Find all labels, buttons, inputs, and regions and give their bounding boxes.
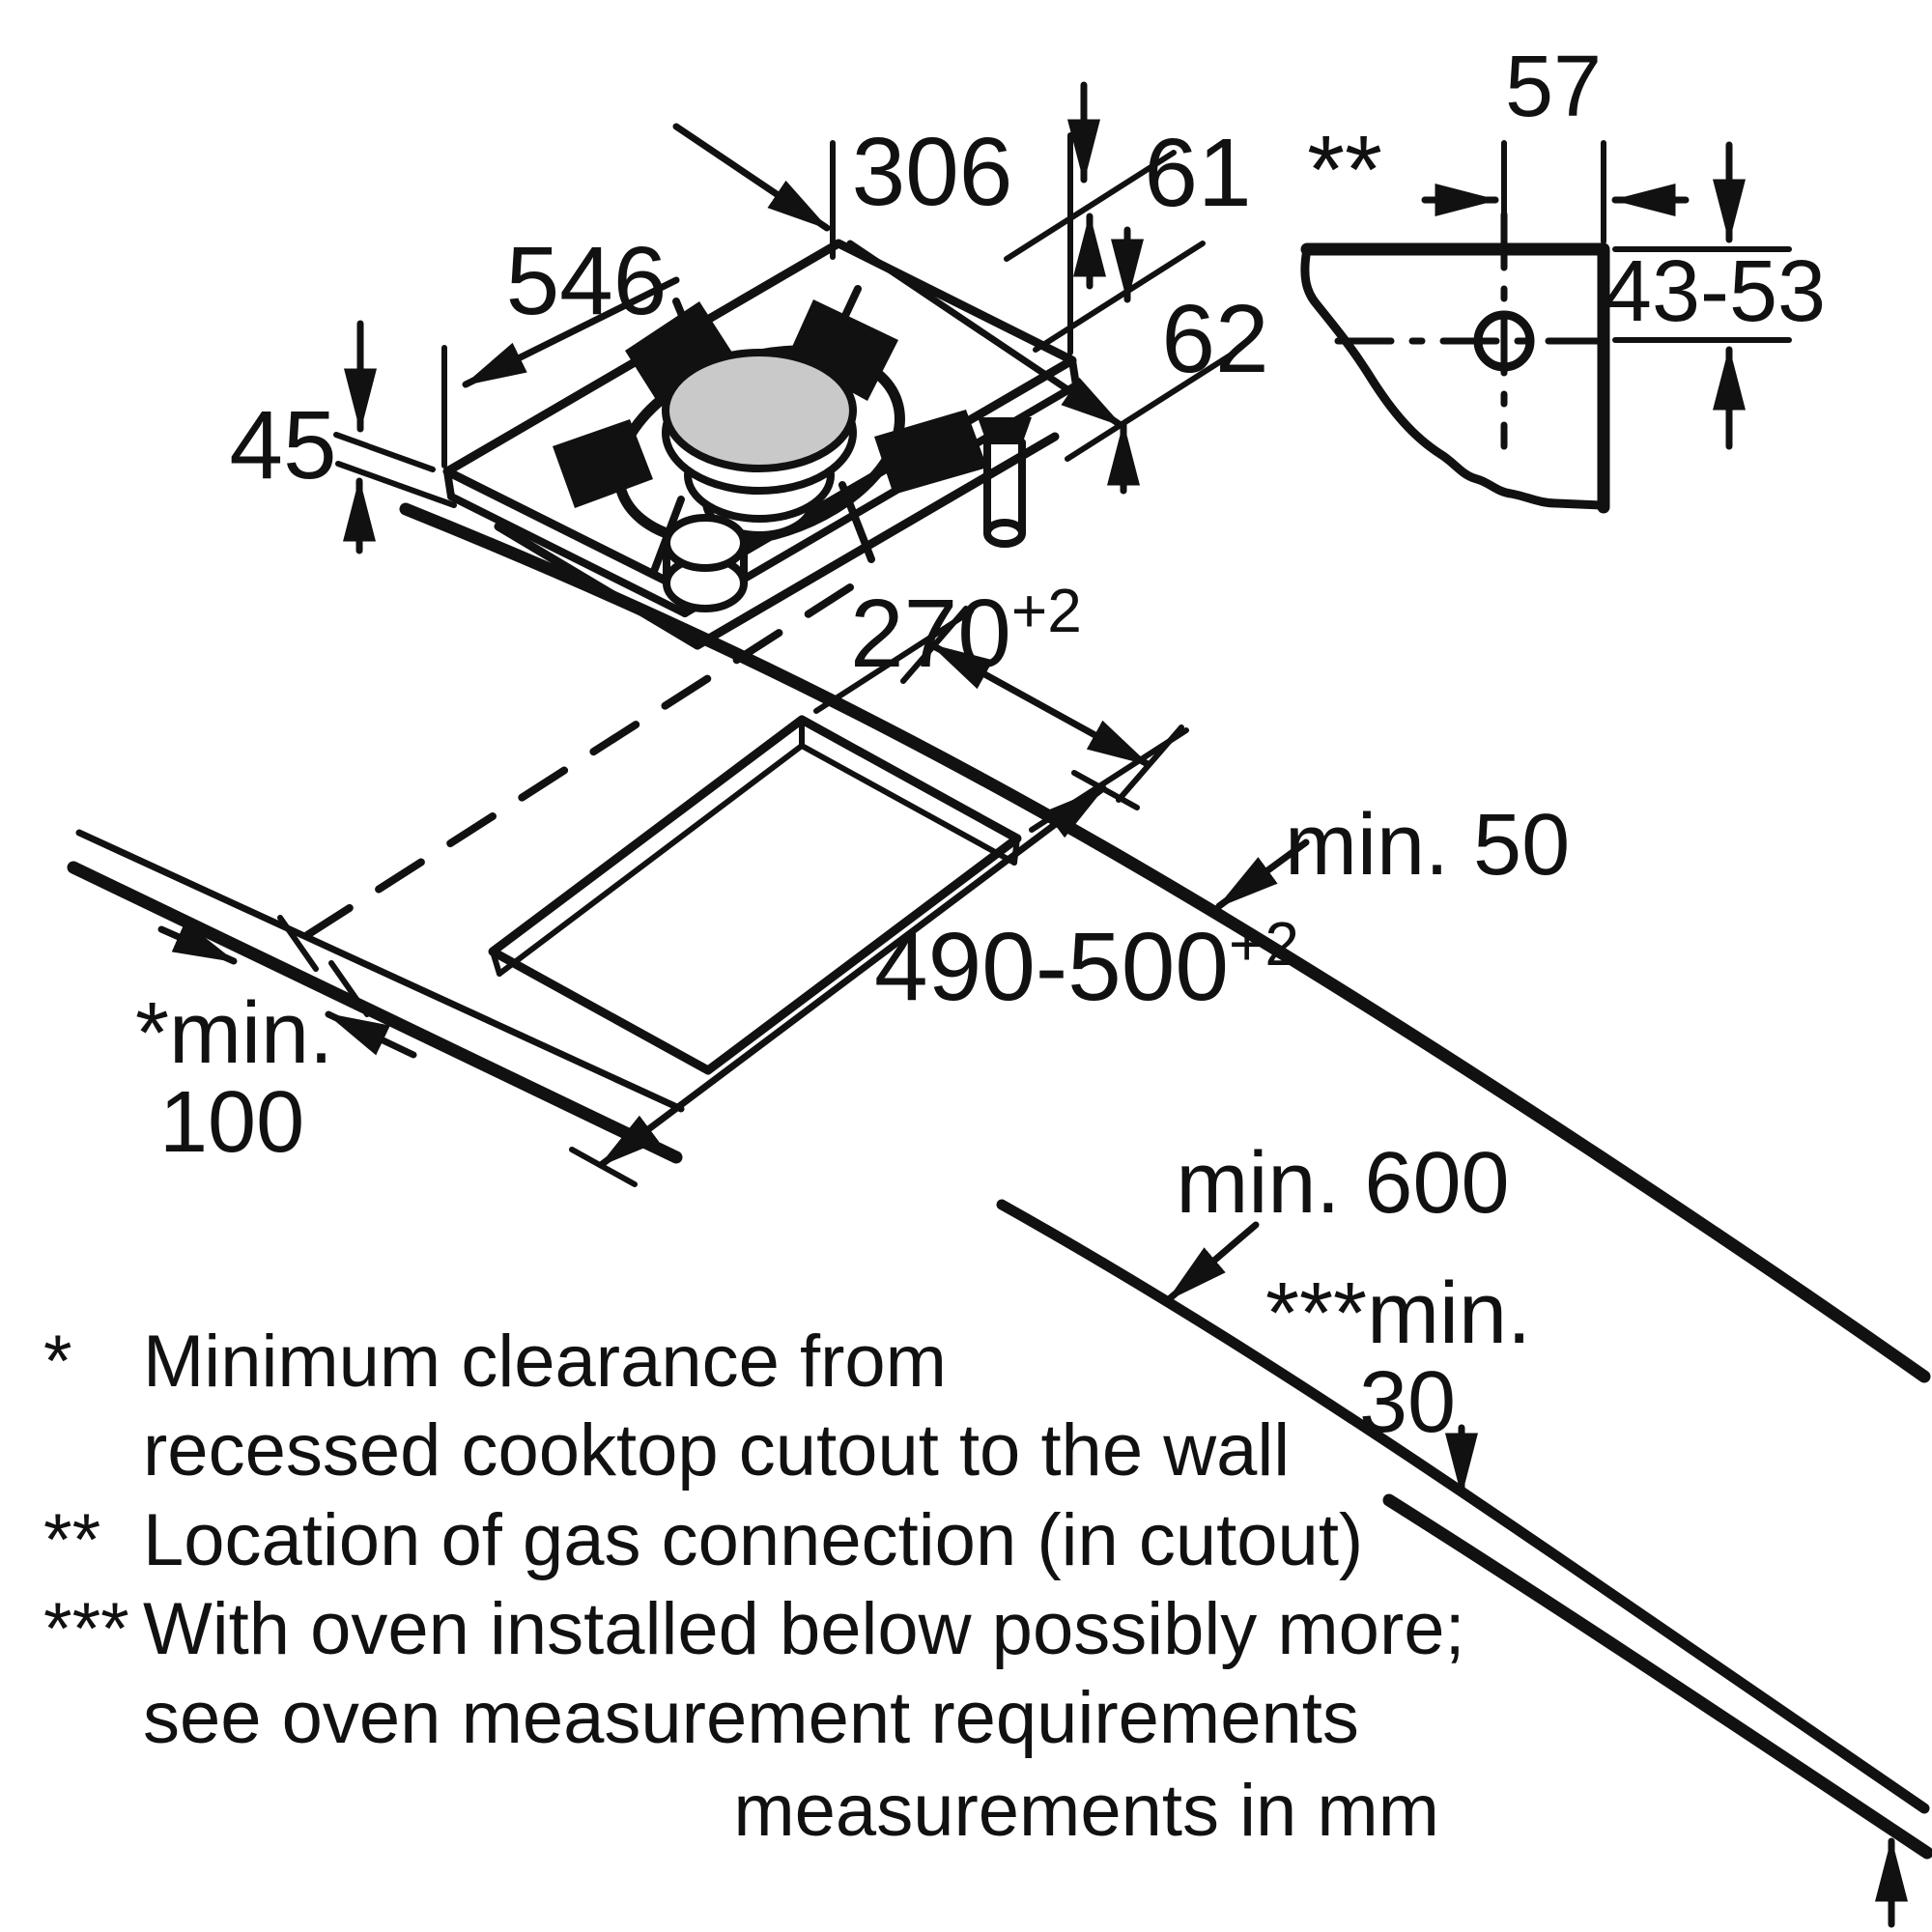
dim-rear-clearance-label: min. 50 <box>1285 797 1570 894</box>
dim-min100-arrow-2 <box>325 1010 417 1059</box>
dim-cutout-width-label: 270+2 <box>850 576 1082 688</box>
dim-thickness-label-1: ***min. <box>1265 1265 1531 1362</box>
dim-490-line <box>597 784 1107 1169</box>
wall-top-line <box>75 829 685 1113</box>
gas-pipe-end <box>983 519 1026 548</box>
dim-270-line <box>928 641 1151 768</box>
pan-support-wing-e <box>874 410 987 495</box>
glass-bottom-front-left <box>447 493 689 617</box>
footnote-1-line-2: recessed cooktop cutout to the wall <box>143 1409 1290 1492</box>
footnote-2-line-1: Location of gas connection (in cutout) <box>143 1499 1363 1581</box>
gas-pipe <box>978 417 1032 548</box>
footnote-3-marker: *** <box>43 1588 129 1670</box>
footnote-1-marker: * <box>43 1321 72 1403</box>
dim-cutout-length-label: 490-500+2 <box>874 909 1299 1021</box>
cooktop-dimensions: 546 306 61 62 45 <box>229 81 1269 554</box>
hidden-wall-dashed-line <box>303 583 854 939</box>
worktop-front-edge <box>996 1199 1930 1814</box>
burner <box>553 285 987 578</box>
dim-thickness-label-2: 30 <box>1359 1354 1456 1451</box>
plane-ext-top <box>1004 150 1177 262</box>
control-knob <box>663 514 748 612</box>
plane-ext-bottom <box>1065 350 1237 462</box>
dim-cooktop-depth-arrow-left <box>672 123 831 232</box>
dim-min100-arrow-1 <box>157 922 238 965</box>
detail-cutout-corner-edges <box>1300 242 1610 514</box>
dim-270-tick-2 <box>1116 724 1184 803</box>
dim-min600-arrow <box>1165 1221 1260 1303</box>
dim-min50-arrow <box>1215 838 1310 910</box>
dim-counter-depth-label: min. 600 <box>1176 1135 1509 1232</box>
footnote-3-line-1: With oven installed below possibly more; <box>143 1588 1465 1670</box>
dim-cutout-length-tol: +2 <box>1229 909 1299 979</box>
pan-support-wing-w <box>553 419 653 508</box>
pan-support-wing-nw <box>625 301 734 406</box>
footnote-3-line-2: see oven measurement requirements <box>143 1677 1359 1759</box>
gas-pipe-connector <box>978 417 1032 444</box>
dim-45-ref-top <box>333 432 436 472</box>
dim-490-tick-2 <box>1071 770 1140 810</box>
footnote-1-line-1: Minimum clearance from <box>143 1321 947 1403</box>
wall-face-line <box>67 861 683 1164</box>
cutout-lip-corner-b <box>490 949 502 977</box>
base-body-left-edge <box>494 522 702 650</box>
dim-min100-tick-2 <box>328 960 370 1017</box>
dim-270-ext-a <box>813 609 974 714</box>
knob-top <box>663 514 748 572</box>
dim-height-above-label: 61 <box>1144 119 1251 227</box>
dim-45-ref-bottom <box>335 461 457 508</box>
dim-gas-depth-label: 43-53 <box>1604 243 1826 340</box>
footnote-2-marker: ** <box>43 1499 100 1581</box>
dim-wall-clearance-label-2: 100 <box>159 1074 304 1171</box>
dim-cooktop-width-arrow <box>462 276 680 388</box>
dim-height-below-label: 62 <box>1161 285 1268 393</box>
pan-support-finger-2 <box>819 285 862 367</box>
dim-glass-thickness-label: 45 <box>229 391 336 499</box>
detail-torn-edge <box>1300 244 1605 510</box>
dim-cooktop-depth-label: 306 <box>852 118 1013 226</box>
base-body-right-edge <box>693 432 1060 650</box>
worktop-bottom-edge <box>1382 1493 1932 1860</box>
dim-270-tick-1 <box>900 606 969 684</box>
cutout-dimensions: 270+2 490-500+2 min. 50 *min. 100 min. 6… <box>135 576 1909 1928</box>
dim-490-tick-1 <box>569 1147 638 1187</box>
gas-detail-marker: ** <box>1307 116 1382 224</box>
dim-cutout-width-tol: +2 <box>1011 576 1082 645</box>
cooktop-view <box>442 239 1080 650</box>
dim-cooktop-depth-arrow-right <box>846 240 1124 429</box>
dim-min100-tick-1 <box>277 915 319 972</box>
gas-connection-detail: ** 57 43-53 <box>1300 39 1826 514</box>
pan-support-finger-4 <box>838 481 875 563</box>
glass-edge-left <box>443 468 455 500</box>
burner-cap <box>662 349 857 472</box>
dim-wall-clearance-label-1: *min. <box>135 985 333 1082</box>
dim-cooktop-width-label: 546 <box>506 227 668 335</box>
dim-cutout-length-value: 490-500 <box>874 913 1229 1021</box>
units-note: measurements in mm <box>733 1770 1439 1852</box>
dim-gas-offset-label: 57 <box>1505 39 1602 135</box>
footnotes: * Minimum clearance from recessed cookto… <box>43 1321 1465 1852</box>
pan-support-wing-ne <box>787 299 898 401</box>
